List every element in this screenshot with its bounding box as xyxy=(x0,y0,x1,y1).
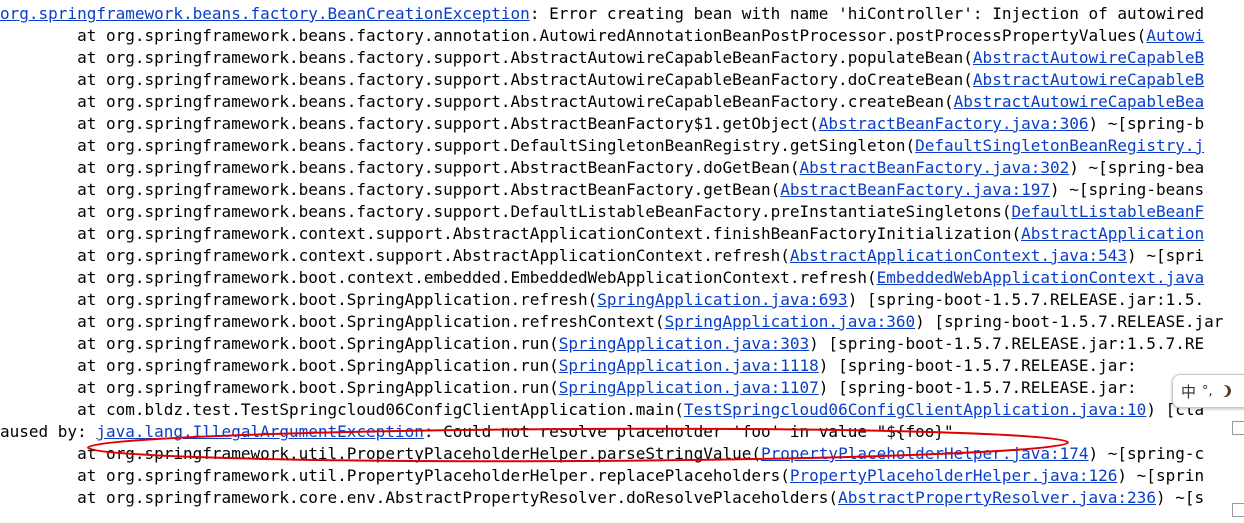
line-text: at org.springframework.beans.factory.sup… xyxy=(0,48,973,67)
stack-frame-line: at org.springframework.beans.factory.sup… xyxy=(0,135,1204,157)
ime-language-label[interactable]: 中 xyxy=(1181,382,1197,401)
source-file-link[interactable]: SpringApplication.java:360 xyxy=(664,312,916,331)
line-text: : Could not resolve placeholder 'foo' in… xyxy=(423,422,954,441)
stack-frame-line: at com.bldz.test.TestSpringcloud06Config… xyxy=(0,399,1204,421)
line-text: at org.springframework.beans.factory.sup… xyxy=(0,70,973,89)
edge-marker-box xyxy=(1232,421,1244,435)
moon-icon[interactable] xyxy=(1217,383,1232,398)
line-text: ) ~[spring-bea xyxy=(1069,158,1205,177)
line-text: ) ~[spring-c xyxy=(1088,444,1205,463)
stack-frame-line: at org.springframework.beans.factory.sup… xyxy=(0,47,1204,69)
source-file-link[interactable]: SpringApplication.java:303 xyxy=(558,334,810,353)
line-text: at org.springframework.beans.factory.sup… xyxy=(0,180,781,199)
line-text: at org.springframework.boot.SpringApplic… xyxy=(0,378,559,397)
source-file-link[interactable]: SpringApplication.java:1118 xyxy=(558,356,819,375)
stack-frame-line: at org.springframework.beans.factory.sup… xyxy=(0,113,1204,135)
line-text: at org.springframework.boot.SpringApplic… xyxy=(0,290,598,309)
line-text: at org.springframework.context.support.A… xyxy=(0,224,1022,243)
line-text: at org.springframework.beans.factory.sup… xyxy=(0,136,916,155)
line-text: at org.springframework.util.PropertyPlac… xyxy=(0,444,761,463)
ime-punctuation-label[interactable]: °, xyxy=(1202,383,1213,399)
line-text: at org.springframework.boot.SpringApplic… xyxy=(0,356,559,375)
stack-frame-line: at org.springframework.util.PropertyPlac… xyxy=(0,443,1204,465)
source-file-link[interactable]: SpringApplication.java:1107 xyxy=(558,378,819,397)
source-file-link[interactable]: DefaultSingletonBeanRegistry.j xyxy=(915,136,1205,155)
source-file-link[interactable]: AbstractAutowireCapableB xyxy=(972,70,1205,89)
source-file-link[interactable]: PropertyPlaceholderHelper.java:126 xyxy=(789,466,1118,485)
source-file-link[interactable]: AbstractBeanFactory.java:306 xyxy=(818,114,1089,133)
line-text: aused by: xyxy=(0,422,97,441)
stack-frame-line: at org.springframework.boot.SpringApplic… xyxy=(0,311,1223,333)
line-text: at org.springframework.context.support.A… xyxy=(0,246,790,265)
source-file-link[interactable]: AbstractBeanFactory.java:197 xyxy=(780,180,1050,199)
stack-frame-line: at org.springframework.beans.factory.sup… xyxy=(0,91,1204,113)
line-text: ) [spring-boot-1.5.7.RELEASE.jar: xyxy=(818,356,1137,375)
line-text: : Error creating bean with name 'hiContr… xyxy=(529,4,1205,23)
line-text: ) [spring-boot-1.5.7.RELEASE.jar: xyxy=(818,378,1137,397)
line-text: ) ~[spri xyxy=(1127,246,1205,265)
source-file-link[interactable]: AbstractAutowireCapableB xyxy=(972,48,1205,67)
source-file-link[interactable]: SpringApplication.java:693 xyxy=(597,290,848,309)
line-text: at org.springframework.core.env.Abstract… xyxy=(0,488,839,507)
stack-frame-line: at org.springframework.beans.factory.sup… xyxy=(0,157,1204,179)
stack-frame-line: at org.springframework.boot.SpringApplic… xyxy=(0,377,1137,399)
stack-frame-line: at org.springframework.context.support.A… xyxy=(0,245,1204,267)
edge-marker-box xyxy=(1232,503,1244,517)
source-file-link[interactable]: AbstractBeanFactory.java:302 xyxy=(799,158,1070,177)
line-text: at org.springframework.beans.factory.ann… xyxy=(0,26,1147,45)
line-text: at org.springframework.beans.factory.sup… xyxy=(0,158,800,177)
stack-frame-line: at org.springframework.context.support.A… xyxy=(0,223,1204,245)
source-file-link[interactable]: AbstractApplication xyxy=(1021,224,1205,243)
line-text: at org.springframework.beans.factory.sup… xyxy=(0,114,819,133)
exception-class-link[interactable]: org.springframework.beans.factory.BeanCr… xyxy=(0,4,530,23)
line-text: ) [spring-boot-1.5.7.RELEASE.jar:1.5. xyxy=(847,290,1205,309)
stack-frame-line: at org.springframework.core.env.Abstract… xyxy=(0,487,1204,509)
line-text: ) [spring-boot-1.5.7.RELEASE.jar xyxy=(915,312,1224,331)
line-text: at org.springframework.boot.SpringApplic… xyxy=(0,334,559,353)
source-file-link[interactable]: TestSpringcloud06ConfigClientApplication… xyxy=(683,400,1147,419)
source-file-link[interactable]: DefaultListableBeanF xyxy=(1011,202,1205,221)
stack-frame-line: at org.springframework.beans.factory.ann… xyxy=(0,25,1204,47)
exception-class-link[interactable]: java.lang.IllegalArgumentException xyxy=(96,422,424,441)
line-text: ) ~[sprin xyxy=(1117,466,1205,485)
line-text: ) ~[spring-beans xyxy=(1049,180,1205,199)
stack-frame-line: at org.springframework.util.PropertyPlac… xyxy=(0,465,1204,487)
ime-toolbar[interactable]: 中 °, xyxy=(1172,374,1244,408)
stack-frame-line: at org.springframework.boot.context.embe… xyxy=(0,267,1204,289)
source-file-link[interactable]: AbstractApplicationContext.java:543 xyxy=(789,246,1128,265)
line-text: at org.springframework.beans.factory.sup… xyxy=(0,92,954,111)
source-file-link[interactable]: AbstractAutowireCapableBea xyxy=(953,92,1205,111)
stack-frame-line: at org.springframework.beans.factory.sup… xyxy=(0,69,1204,91)
caused-by-line: aused by: java.lang.IllegalArgumentExcep… xyxy=(0,421,954,443)
line-text: at org.springframework.util.PropertyPlac… xyxy=(0,466,790,485)
source-file-link[interactable]: EmbeddedWebApplicationContext.java xyxy=(876,268,1205,287)
source-file-link[interactable]: Autowi xyxy=(1146,26,1205,45)
stack-frame-line: at org.springframework.boot.SpringApplic… xyxy=(0,333,1204,355)
line-text: at org.springframework.beans.factory.sup… xyxy=(0,202,1012,221)
source-file-link[interactable]: PropertyPlaceholderHelper.java:174 xyxy=(761,444,1089,463)
stack-frame-line: at org.springframework.boot.SpringApplic… xyxy=(0,355,1137,377)
line-text: at org.springframework.boot.context.embe… xyxy=(0,268,877,287)
exception-line: org.springframework.beans.factory.BeanCr… xyxy=(0,3,1204,25)
stack-frame-line: at org.springframework.boot.SpringApplic… xyxy=(0,289,1204,311)
line-text: at org.springframework.boot.SpringApplic… xyxy=(0,312,665,331)
stack-frame-line: at org.springframework.beans.factory.sup… xyxy=(0,179,1204,201)
stack-frame-line: at org.springframework.beans.factory.sup… xyxy=(0,201,1204,223)
line-text: ) ~[spring-b xyxy=(1088,114,1205,133)
source-file-link[interactable]: AbstractPropertyResolver.java:236 xyxy=(838,488,1156,507)
line-text: ) [spring-boot-1.5.7.RELEASE.jar:1.5.7.R… xyxy=(809,334,1205,353)
line-text: ) ~[s xyxy=(1155,488,1205,507)
line-text: at com.bldz.test.TestSpringcloud06Config… xyxy=(0,400,684,419)
